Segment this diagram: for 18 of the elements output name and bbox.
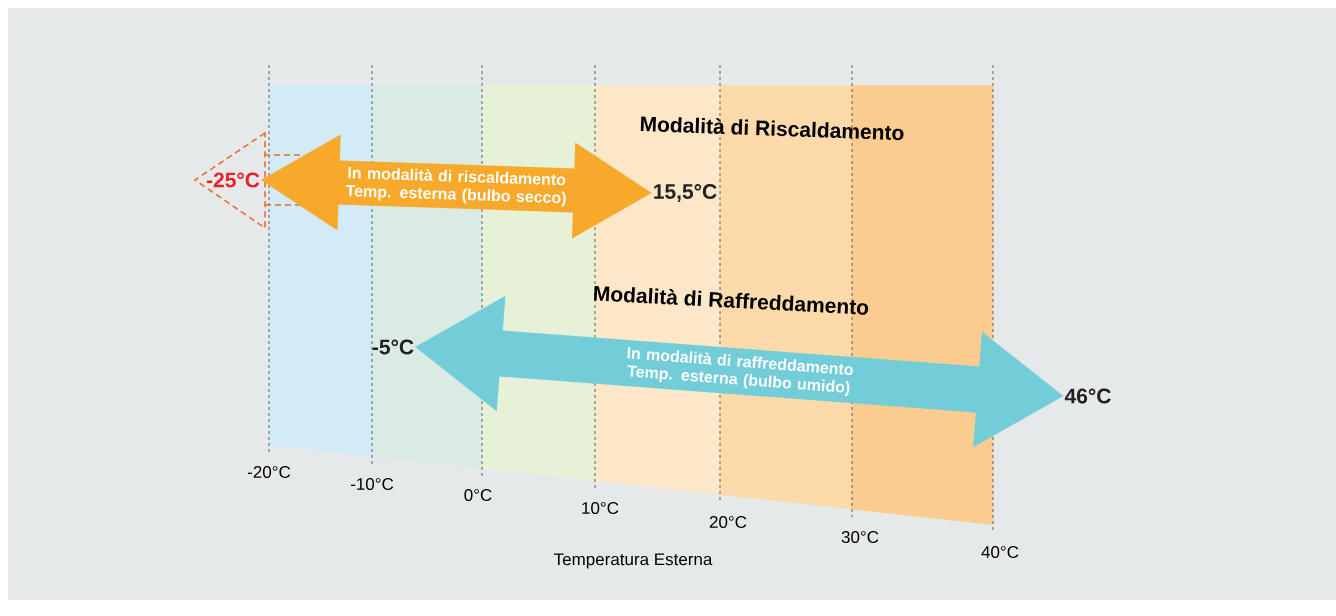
double-arrow — [415, 295, 1064, 448]
temperature-label: 15,5°C — [654, 184, 717, 202]
axis-tick-label: 0°C — [464, 489, 492, 502]
edge-label: In modalità di riscaldamento Temp. esterna (bulbo secco) — [345, 167, 566, 207]
axis-tick-label: 40°C — [981, 546, 1019, 559]
temperature-label: 46°C — [1064, 388, 1111, 404]
axis-tick-label: -10°C — [350, 478, 394, 491]
temperature-label: -5°C — [372, 339, 414, 355]
double-arrow — [261, 134, 652, 239]
axis-tick-label: 20°C — [709, 516, 747, 529]
axis-title: Temperatura Esterna — [554, 553, 713, 569]
temperature-label: -25°C — [206, 172, 260, 188]
axis-tick-label: 10°C — [582, 502, 619, 515]
axis-tick-label: -20°C — [247, 466, 291, 479]
mode-heading: Modalità di Riscaldamento — [640, 116, 904, 141]
mode-heading: Modalità di Raffreddamento — [593, 286, 869, 315]
edge-label: In modalità di raffreddamento Temp. esterna (bulbo umido) — [627, 347, 853, 397]
axis-tick-label: 30°C — [841, 531, 879, 544]
